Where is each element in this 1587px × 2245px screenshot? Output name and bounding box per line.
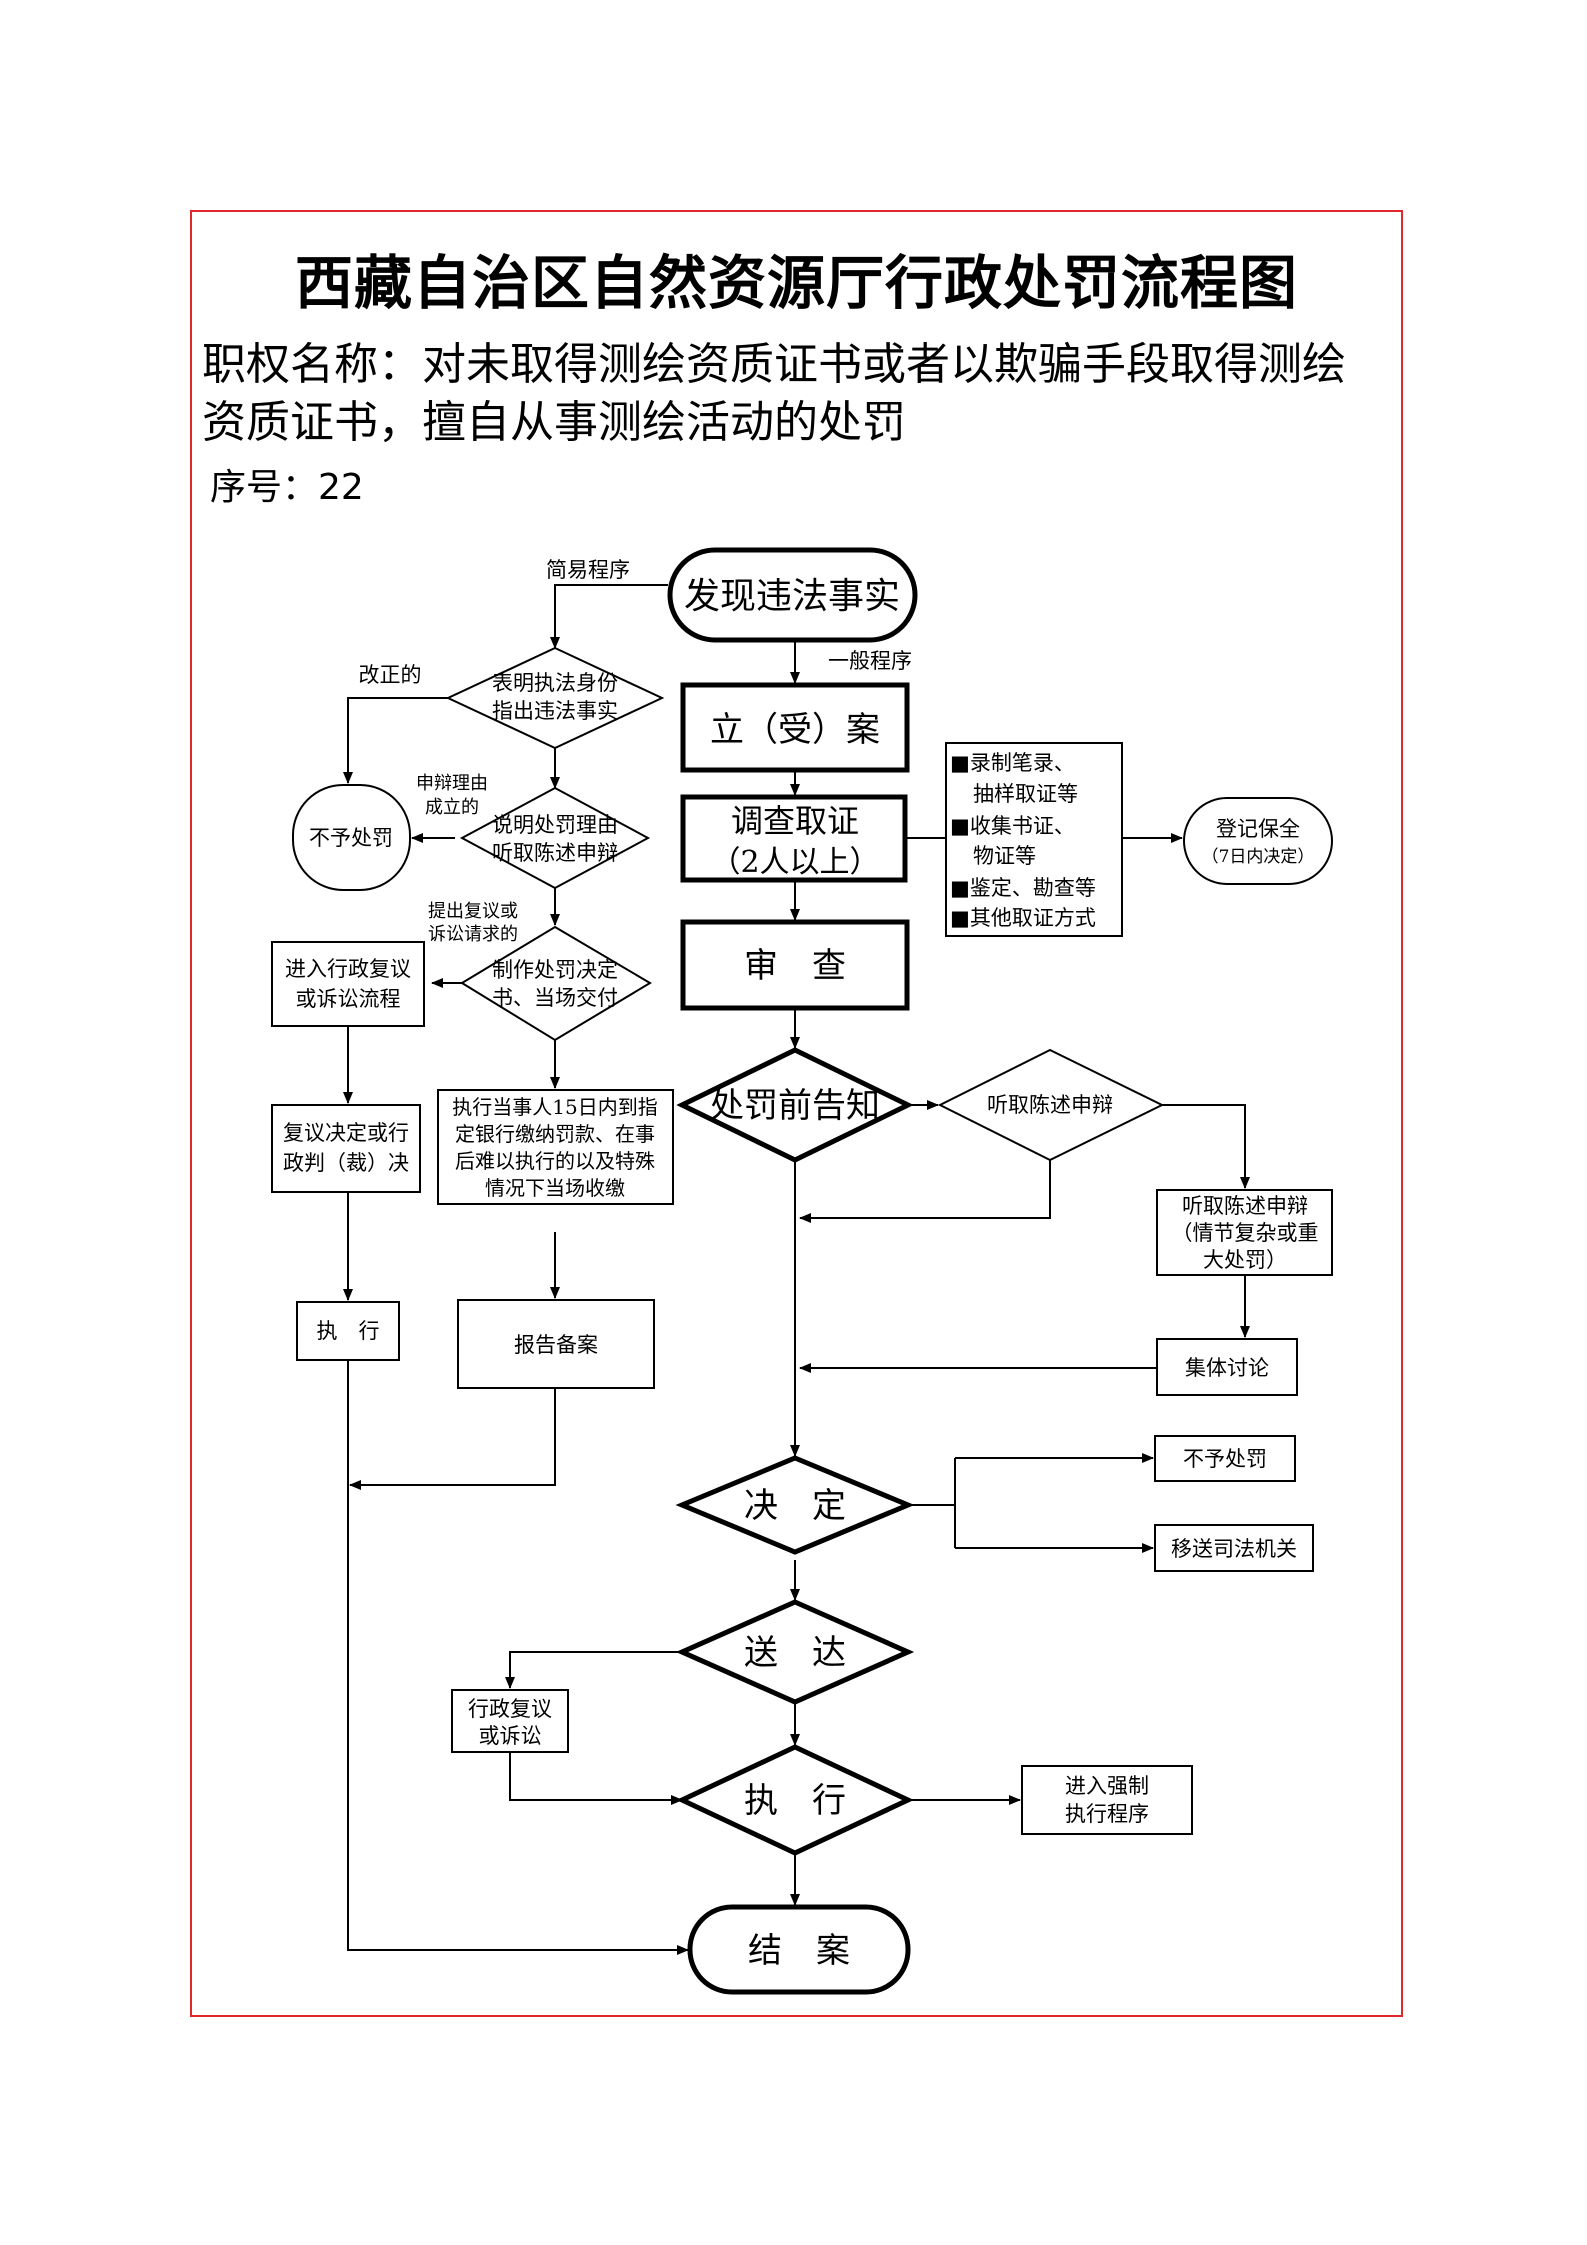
node-identify: 表明执法身份 指出违法事实 xyxy=(445,646,665,750)
node-execute-fine-line2: 定银行缴纳罚款、在事 xyxy=(455,1122,655,1146)
evidence-line6: ■其他取证方式 xyxy=(950,906,1096,930)
node-admin-review-line2: 或诉讼 xyxy=(479,1724,542,1748)
node-pre-notice-label: 处罚前告知 xyxy=(710,1086,880,1126)
node-enforce-line2: 执行程序 xyxy=(1065,1802,1149,1826)
node-no-penalty-left-label: 不予处罚 xyxy=(309,826,393,850)
node-execute-main: 执 行 xyxy=(676,1744,914,1856)
node-review-result-line1: 复议决定或行 xyxy=(283,1121,409,1145)
node-explain-line2: 听取陈述申辩 xyxy=(492,841,618,865)
node-close-label: 结 案 xyxy=(748,1931,850,1971)
node-explain: 说明处罚理由 听取陈述申辩 xyxy=(459,786,651,890)
node-enforce-line1: 进入强制 xyxy=(1065,1774,1149,1798)
node-report-file: 报告备案 xyxy=(457,1299,655,1389)
authority-line-1: 职权名称：对未取得测绘资质证书或者以欺骗手段取得测绘 xyxy=(202,339,1346,390)
node-execute-fine: 执行当事人15日内到指 定银行缴纳罚款、在事 后难以执行的以及特殊 情况下当场收… xyxy=(437,1089,674,1205)
authority-name: 职权名称：对未取得测绘资质证书或者以欺骗手段取得测绘 资质证书，擅自从事测绘活动… xyxy=(202,336,1397,452)
node-investigate-line2: （2人以上） xyxy=(710,845,879,880)
node-close: 结 案 xyxy=(687,1904,911,1995)
node-enter-review-line2: 或诉讼流程 xyxy=(296,987,401,1011)
page-title: 西藏自治区自然资源厅行政处罚流程图 xyxy=(294,249,1298,317)
serial-value: 22 xyxy=(318,467,364,508)
node-no-penalty-right: 不予处罚 xyxy=(1154,1435,1296,1482)
node-no-penalty-right-label: 不予处罚 xyxy=(1183,1447,1267,1471)
evidence-line5: ■鉴定、勘查等 xyxy=(950,876,1096,900)
node-transfer-label: 移送司法机关 xyxy=(1171,1537,1297,1561)
node-pre-notice: 处罚前告知 xyxy=(676,1047,914,1163)
node-identify-line1: 表明执法身份 xyxy=(492,671,618,695)
node-execute-fine-line4: 情况下当场收缴 xyxy=(485,1176,625,1200)
node-preservation: 登记保全 （7日内决定） xyxy=(1183,797,1333,885)
node-decision-label: 决 定 xyxy=(744,1486,846,1526)
node-decide-line1: 制作处罚决定 xyxy=(492,958,618,982)
label-appeal-req-1: 提出复议或 xyxy=(428,901,518,922)
node-deliver: 送 达 xyxy=(675,1599,915,1705)
node-filing: 立（受）案 xyxy=(680,682,910,773)
node-decision: 决 定 xyxy=(675,1455,915,1555)
node-start: 发现违法事实 xyxy=(667,547,918,643)
serial-number: 序号：22 xyxy=(210,458,364,510)
node-no-penalty-left: 不予处罚 xyxy=(292,784,411,891)
node-enforce: 进入强制 执行程序 xyxy=(1021,1765,1193,1835)
node-start-label: 发现违法事实 xyxy=(684,576,900,617)
node-hearing-line1: 听取陈述申辩 xyxy=(1182,1194,1308,1218)
serial-label: 序号： xyxy=(210,467,319,508)
page-border xyxy=(190,210,1403,2017)
evidence-line2: 抽样取证等 xyxy=(973,782,1078,806)
node-preservation-line2: （7日内决定） xyxy=(1202,847,1315,867)
node-review-result: 复议决定或行 政判（裁）决 xyxy=(271,1104,421,1193)
node-execute-main-label: 执 行 xyxy=(744,1781,846,1821)
node-hear-defense: 听取陈述申辩 xyxy=(937,1048,1165,1162)
node-review-label: 审 查 xyxy=(744,946,846,986)
node-decide: 制作处罚决定 书、当场交付 xyxy=(460,925,652,1042)
authority-line-2: 资质证书，擅自从事测绘活动的处罚 xyxy=(202,397,906,448)
node-review-result-line2: 政判（裁）决 xyxy=(283,1151,409,1175)
node-hearing-line2: （情节复杂或重 xyxy=(1172,1221,1319,1245)
node-admin-review: 行政复议 或诉讼 xyxy=(451,1689,569,1753)
connectors xyxy=(343,584,1250,1955)
node-report-file-label: 报告备案 xyxy=(514,1333,598,1357)
node-transfer: 移送司法机关 xyxy=(1154,1524,1314,1572)
node-identify-line2: 指出违法事实 xyxy=(492,699,618,723)
evidence-line4: 物证等 xyxy=(973,844,1036,868)
label-corrected: 改正的 xyxy=(359,663,422,687)
node-preservation-line1: 登记保全 xyxy=(1216,817,1300,841)
evidence-line3: ■收集书证、 xyxy=(950,814,1075,838)
label-general-procedure: 一般程序 xyxy=(828,649,912,673)
node-review: 审 查 xyxy=(680,919,910,1011)
node-filing-label: 立（受）案 xyxy=(710,710,880,750)
node-execute-fine-line1: 执行当事人15日内到指 xyxy=(452,1095,657,1119)
node-collective-label: 集体讨论 xyxy=(1185,1356,1269,1380)
label-defense-valid-1: 申辩理由 xyxy=(416,773,488,794)
node-enter-review-line1: 进入行政复议 xyxy=(285,957,411,981)
node-execute-left-label: 执 行 xyxy=(317,1319,380,1343)
node-collective: 集体讨论 xyxy=(1156,1338,1298,1396)
node-hearing-line3: 大处罚） xyxy=(1203,1248,1287,1272)
node-explain-line1: 说明处罚理由 xyxy=(492,813,618,837)
node-admin-review-line1: 行政复议 xyxy=(468,1697,552,1721)
label-simple-procedure: 简易程序 xyxy=(546,558,630,582)
node-enter-review: 进入行政复议 或诉讼流程 xyxy=(271,941,425,1027)
node-evidence-list: ■录制笔录、 抽样取证等 ■收集书证、 物证等 ■鉴定、勘查等 ■其他取证方式 xyxy=(945,742,1123,937)
node-decide-line2: 书、当场交付 xyxy=(492,986,618,1010)
evidence-line1: ■录制笔录、 xyxy=(950,751,1075,775)
node-execute-left: 执 行 xyxy=(296,1301,400,1361)
node-investigate: 调查取证 （2人以上） xyxy=(680,794,908,883)
label-defense-valid-2: 成立的 xyxy=(425,797,479,818)
node-hearing: 听取陈述申辩 （情节复杂或重 大处罚） xyxy=(1156,1189,1333,1276)
label-appeal-req-2: 诉讼请求的 xyxy=(428,924,518,945)
node-investigate-line1: 调查取证 xyxy=(731,802,859,840)
node-execute-fine-line3: 后难以执行的以及特殊 xyxy=(455,1149,655,1173)
node-deliver-label: 送 达 xyxy=(744,1633,846,1673)
node-hear-defense-label: 听取陈述申辩 xyxy=(987,1093,1113,1117)
